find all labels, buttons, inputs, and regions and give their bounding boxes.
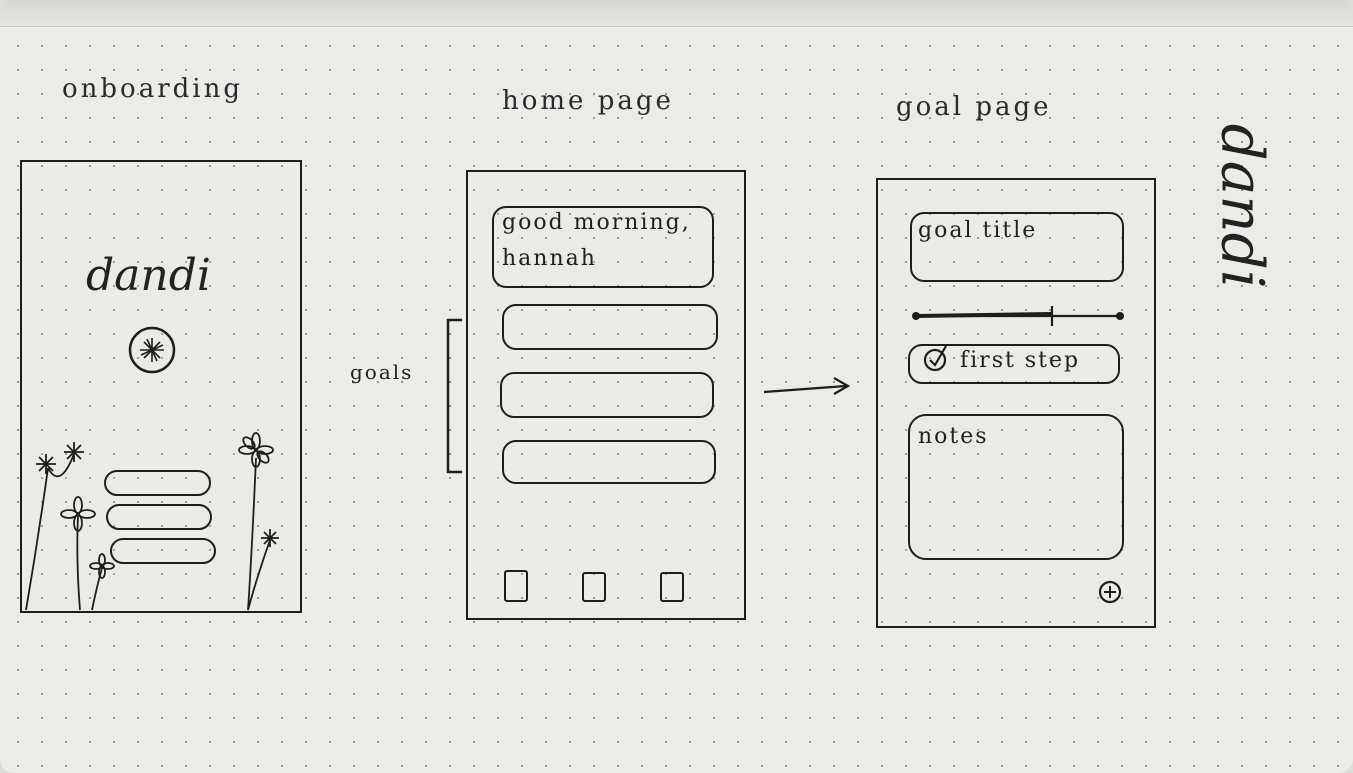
side-brand-logo: dandi — [1208, 123, 1277, 289]
home-screen — [466, 170, 746, 620]
onboarding-button-3[interactable] — [110, 538, 216, 564]
nav-tab-icon-2[interactable] — [582, 572, 606, 602]
flow-arrow — [763, 377, 851, 395]
notes-card[interactable] — [908, 414, 1124, 560]
nav-tab-icon-3[interactable] — [660, 572, 684, 602]
flower-illustration — [25, 432, 279, 611]
greeting-line-1: good morning, — [502, 210, 691, 235]
onboarding-screen — [20, 160, 302, 613]
step-label: first step — [960, 348, 1081, 373]
check-circle-icon[interactable] — [922, 342, 950, 372]
onboarding-button-2[interactable] — [106, 504, 212, 530]
goal-card-2[interactable] — [500, 372, 714, 418]
greeting-line-2: hannah — [502, 246, 597, 271]
home-page-label: home page — [502, 86, 674, 116]
goal-card-3[interactable] — [502, 440, 716, 484]
notes-label: notes — [918, 424, 989, 449]
notebook-gutter — [0, 0, 1353, 27]
progress-slider[interactable] — [910, 304, 1130, 328]
onboarding-logo: dandi — [86, 250, 211, 301]
goal-page-label: goal page — [896, 92, 1052, 122]
goal-card-1[interactable] — [502, 304, 718, 350]
goals-bracket — [446, 318, 462, 474]
dandelion-icon — [128, 326, 176, 374]
goal-title-card — [910, 212, 1124, 282]
step-item[interactable] — [908, 344, 1120, 384]
goal-title: goal title — [918, 218, 1038, 243]
plus-circle-icon[interactable] — [1098, 580, 1124, 606]
greeting-card — [492, 206, 714, 288]
goals-annotation: goals — [350, 360, 414, 384]
onboarding-button-1[interactable] — [104, 470, 211, 496]
onboarding-label: onboarding — [62, 74, 243, 104]
nav-tab-icon-1[interactable] — [504, 570, 528, 602]
